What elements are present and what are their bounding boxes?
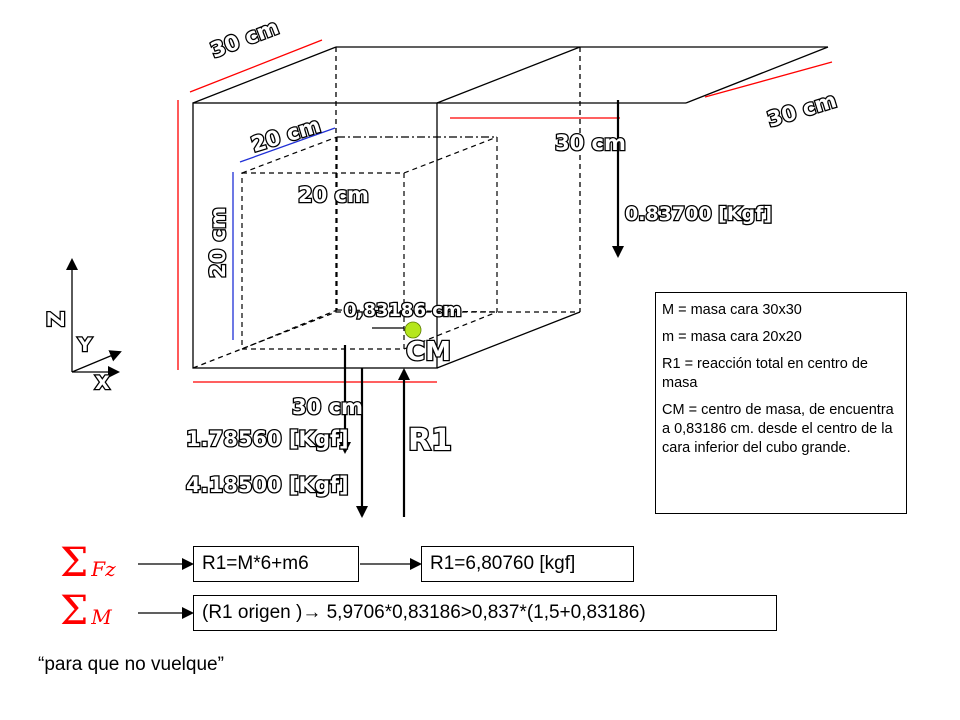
equation-1-text: R1=M*6+m6 bbox=[202, 553, 309, 574]
center-of-mass-dot bbox=[404, 321, 422, 339]
legend-line-CM: CM = centro de masa, de encuentra a 0,83… bbox=[662, 402, 894, 456]
sum-fz-label: Fz bbox=[91, 557, 116, 581]
dim-label-inner-height: 20 cm bbox=[206, 207, 230, 278]
large-cube-edge bbox=[436, 311, 581, 369]
force-label-b: 4.18500 [Kgf] bbox=[186, 473, 349, 497]
large-cube-edge bbox=[685, 46, 829, 104]
dim-line-top-red bbox=[189, 39, 323, 93]
dim-line-inner-top-blue bbox=[239, 127, 336, 163]
dim-label-bottom: 30 cm bbox=[292, 395, 363, 419]
note-text: “para que no vuelque” bbox=[38, 654, 224, 675]
axis-label-y: Y bbox=[77, 334, 92, 356]
axis-label-z: Z bbox=[45, 311, 70, 327]
legend-line-M: M = masa cara 30x30 bbox=[662, 302, 802, 318]
large-cube-hidden-edge bbox=[192, 311, 337, 369]
small-cube-edge bbox=[241, 136, 338, 174]
dim-line-right-red bbox=[704, 61, 833, 98]
coordinate-axes bbox=[66, 258, 122, 378]
dim-label-right: 30 cm bbox=[764, 88, 839, 132]
small-cube-front-face bbox=[241, 172, 405, 350]
equation-result-box: R1=6,80760 [kgf] bbox=[421, 546, 634, 582]
dim-label-inner-top: 20 cm bbox=[248, 113, 323, 157]
axis-label-x: X bbox=[95, 372, 110, 394]
reaction-label: R1 bbox=[408, 423, 452, 458]
large-cube-edge bbox=[192, 46, 337, 104]
small-cube-edge bbox=[241, 309, 338, 350]
dim-label-depth: 30 cm bbox=[555, 131, 626, 155]
small-cube-edge bbox=[403, 311, 498, 350]
sigma-icon: Σ bbox=[60, 540, 89, 586]
dim-label-inner-depth: 20 cm bbox=[298, 183, 369, 207]
equation-box-2: (R1 origen )→ 5,9706*0,83186>0,837*(1,5+… bbox=[193, 595, 777, 631]
top-force-label: 0.83700 [Kgf] bbox=[625, 203, 772, 225]
small-cube bbox=[241, 136, 498, 350]
equation-2-text: (R1 origen )→ 5,9706*0,83186>0,837*(1,5+… bbox=[202, 602, 646, 623]
equation-arrows bbox=[138, 558, 422, 619]
cm-label: CM bbox=[406, 337, 451, 367]
equation-result-text: R1=6,80760 [kgf] bbox=[430, 553, 576, 574]
dim-label-top: 30 cm bbox=[207, 15, 282, 63]
equation-box-1: R1=M*6+m6 bbox=[193, 546, 359, 582]
sum-m-label: M bbox=[91, 605, 112, 629]
y-axis bbox=[71, 350, 122, 373]
cm-offset-label: 0,83186 cm bbox=[344, 300, 462, 321]
force-label-a: 1.78560 [Kgf] bbox=[186, 427, 349, 451]
small-cube-edge bbox=[403, 136, 498, 174]
force-arrows bbox=[339, 100, 624, 518]
legend-line-R1: R1 = reacción total en centro de masa bbox=[662, 356, 868, 391]
legend-line-m: m = masa cara 20x20 bbox=[662, 329, 802, 345]
dimension-lines bbox=[177, 39, 833, 383]
legend-box: M = masa cara 30x30 m = masa cara 20x20 … bbox=[655, 292, 907, 514]
large-cube-edge bbox=[436, 46, 581, 104]
large-cube-front-face bbox=[192, 102, 438, 369]
sigma-icon: Σ bbox=[60, 588, 89, 634]
